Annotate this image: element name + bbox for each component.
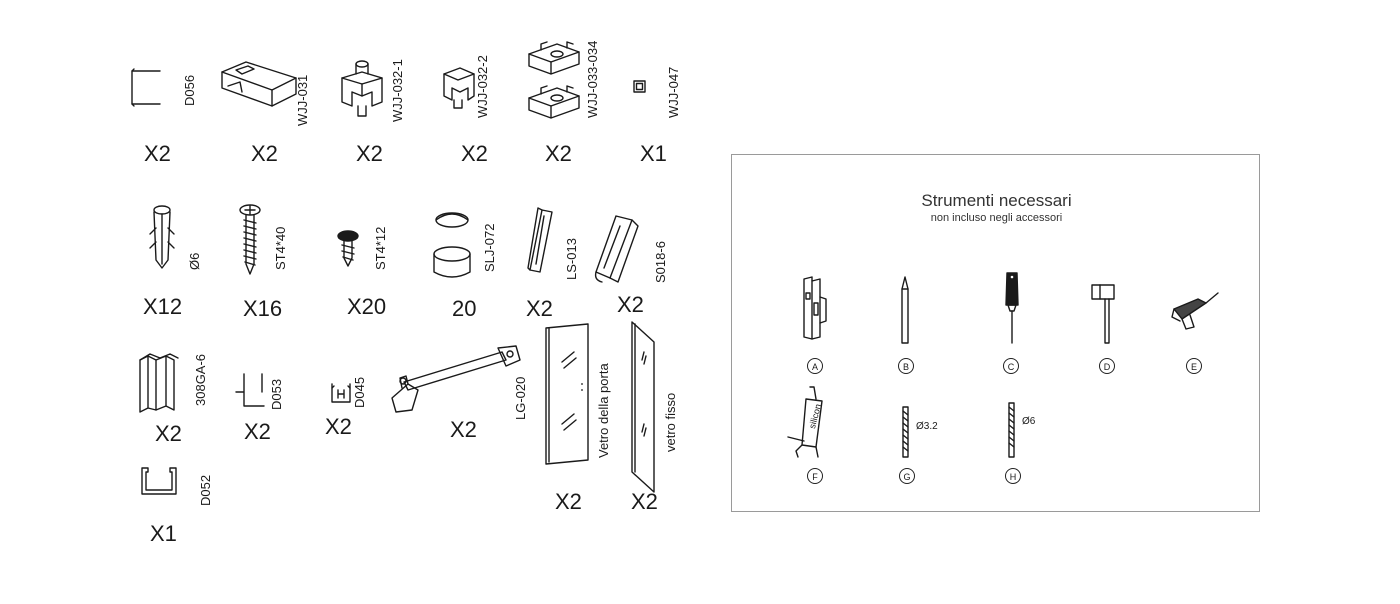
tools-panel: Strumenti necessari non incluso negli ac… — [731, 154, 1260, 512]
part-qty: X2 — [617, 292, 644, 317]
support-bar-icon — [391, 345, 521, 413]
part-code: LG-020 — [513, 376, 528, 420]
part-code: D045 — [352, 376, 367, 408]
tool-letter-b: B — [898, 358, 914, 374]
part-code: Vetro della porta — [596, 363, 611, 458]
tool-letter-d: D — [1099, 358, 1115, 374]
power-drill-icon — [1171, 292, 1219, 330]
mallet-icon — [1091, 284, 1115, 344]
u-channel-icon — [131, 68, 161, 107]
part-code: WJJ-031 — [295, 74, 310, 126]
part-code: 308GA-6 — [193, 353, 208, 406]
tools-subtitle: non incluso negli accessori — [930, 212, 1063, 224]
screw-cap-icon — [433, 212, 471, 278]
part-qty: X2 — [155, 421, 182, 446]
silicone-gun-icon — [787, 386, 823, 458]
tool-letter-a: A — [807, 358, 823, 374]
drill-size-label: Ø3.2 — [916, 421, 938, 432]
part-code: S018-6 — [653, 241, 668, 283]
part-code: vetro fisso — [663, 392, 678, 452]
seal-strip-icon — [527, 207, 553, 273]
tool-letter-f: F — [807, 468, 823, 484]
spirit-level-icon — [803, 276, 827, 340]
part-code: ST4*12 — [373, 226, 388, 270]
deflector-strip-icon — [594, 215, 639, 283]
door-glass-icon — [545, 323, 589, 465]
part-qty: X1 — [150, 521, 177, 546]
part-qty: X12 — [143, 294, 183, 319]
part-code: ST4*40 — [273, 226, 288, 270]
pencil-icon — [901, 276, 909, 344]
block-clip-icon — [221, 61, 297, 107]
part-qty: X1 — [640, 141, 667, 166]
part-qty: X2 — [356, 141, 383, 166]
h-profile-icon — [331, 383, 351, 403]
magnetic-profile-icon — [139, 353, 179, 413]
part-qty: X20 — [347, 294, 387, 319]
short-screw-icon — [337, 230, 359, 267]
part-code: D056 — [182, 74, 197, 106]
part-qty: X2 — [244, 419, 271, 444]
box-channel-icon — [141, 467, 177, 495]
part-code: D053 — [269, 378, 284, 410]
part-code: SLJ-072 — [482, 223, 497, 272]
tool-letter-e: E — [1186, 358, 1202, 374]
part-qty: 20 — [452, 296, 477, 321]
tool-letter-h: H — [1005, 468, 1021, 484]
part-qty: X2 — [251, 141, 278, 166]
part-qty: X2 — [555, 489, 582, 514]
part-code: WJJ-032-1 — [390, 59, 405, 122]
part-qty: X2 — [526, 296, 553, 321]
l-profile-icon — [235, 373, 265, 407]
part-qty: X16 — [243, 296, 283, 321]
part-code: LS-013 — [564, 238, 579, 280]
part-qty: X2 — [450, 417, 477, 442]
part-qty: X2 — [631, 489, 658, 514]
drill-size-label: Ø6 — [1022, 416, 1036, 427]
glass-clamp-small-icon — [443, 67, 475, 109]
tool-letter-g: G — [899, 468, 915, 484]
part-qty: X2 — [325, 414, 352, 439]
part-qty: X2 — [545, 141, 572, 166]
part-code: WJJ-032-2 — [475, 55, 490, 118]
square-cap-icon — [633, 80, 646, 93]
part-code: Ø6 — [187, 252, 202, 270]
wall-plug-icon — [149, 205, 175, 269]
part-code: D052 — [198, 474, 213, 506]
part-qty: X2 — [461, 141, 488, 166]
hinge-bracket-pair-icon — [528, 41, 580, 119]
part-code: WJJ-033-034 — [585, 40, 600, 118]
part-qty: X2 — [144, 141, 171, 166]
drill-bit-icon — [1008, 402, 1015, 458]
long-screw-icon — [239, 204, 261, 275]
tools-title: Strumenti necessari — [921, 191, 1072, 210]
drill-bit-icon — [902, 406, 909, 458]
part-code: WJJ-047 — [666, 66, 681, 118]
fixed-glass-icon — [631, 321, 655, 493]
tool-letter-c: C — [1003, 358, 1019, 374]
glass-clamp-icon — [341, 60, 383, 117]
screwdriver-icon — [1005, 272, 1019, 344]
